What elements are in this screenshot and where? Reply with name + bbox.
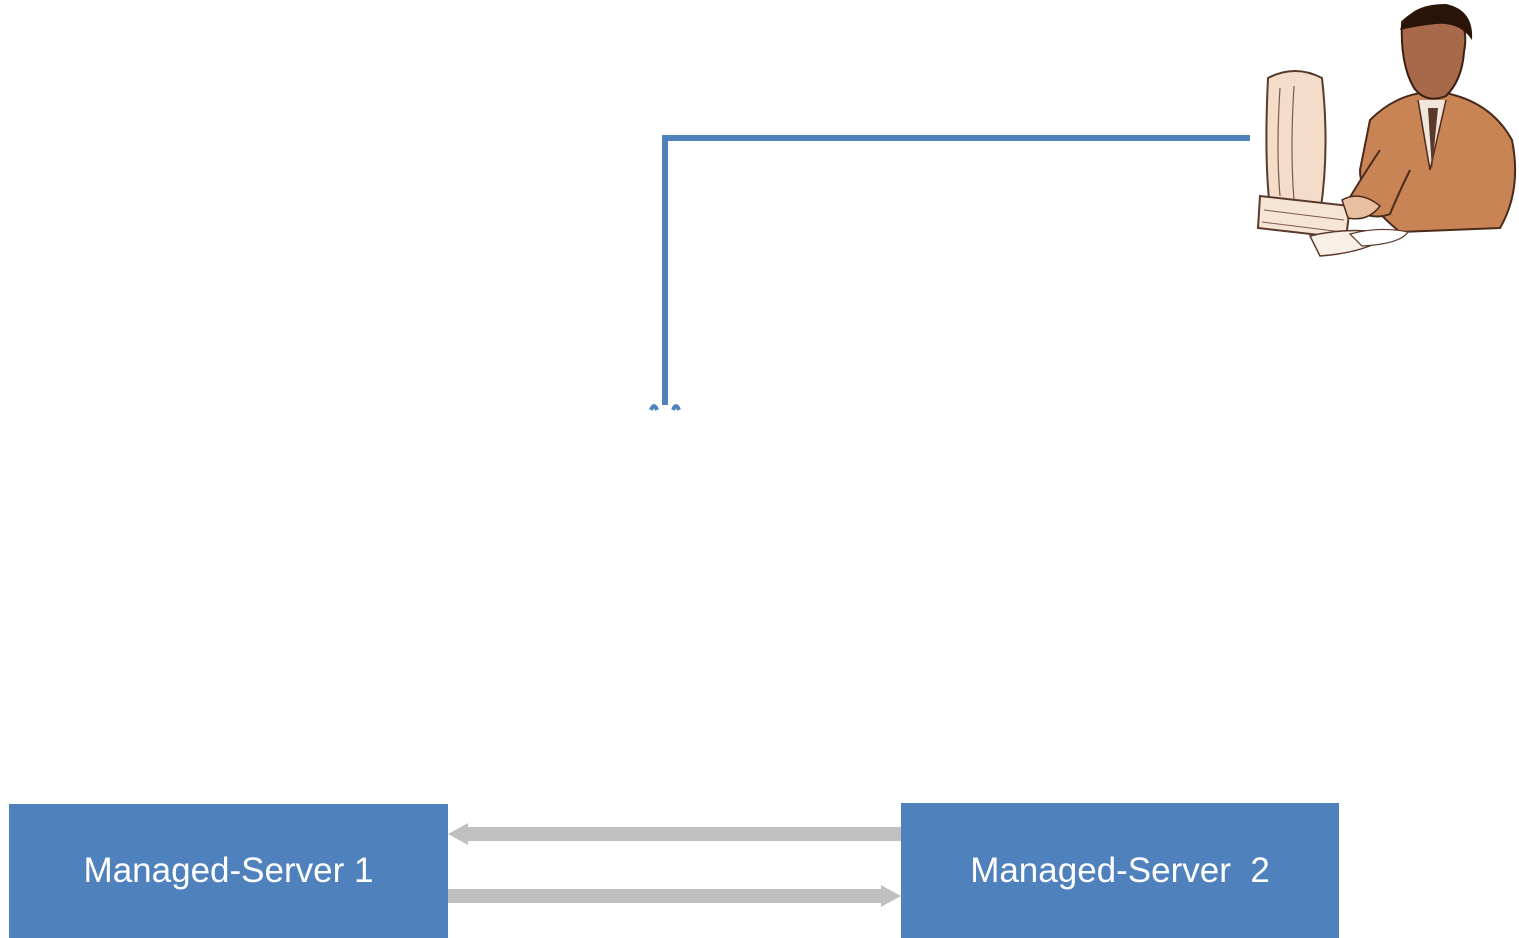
managed-server-1-node: Managed-Server 1 — [9, 804, 448, 938]
user-connector-line — [662, 135, 1250, 405]
user-at-computer-icon — [1256, 4, 1517, 257]
managed-server-2-label: Managed-Server 2 — [970, 850, 1270, 890]
arrow-to-server2 — [448, 885, 901, 907]
connector-end-mark — [649, 404, 681, 411]
managed-server-1-label: Managed-Server 1 — [83, 851, 374, 890]
arrow-to-server1 — [448, 823, 901, 845]
managed-server-2-node: Managed-Server 2 — [901, 803, 1339, 938]
